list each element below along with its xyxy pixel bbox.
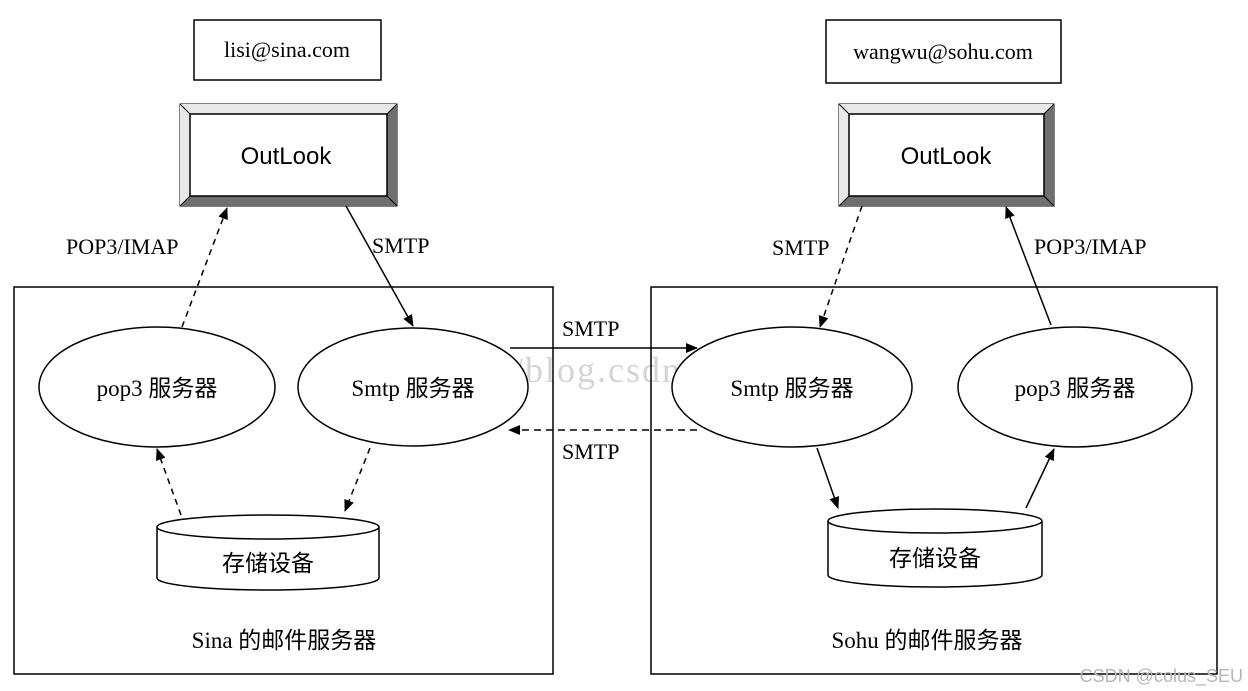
csdn-credit-text: CSDN @colus_SEU	[1080, 666, 1243, 687]
sina-server-caption: Sina 的邮件服务器	[192, 628, 377, 653]
sohu-pop3-server	[957, 326, 1193, 448]
sohu-storage-to-pop3-arrow	[1025, 448, 1055, 509]
sina-pop3-imap-label: POP3/IMAP	[66, 234, 178, 259]
sina-smtp-label: Smtp 服务器	[351, 376, 474, 401]
sohu-pop3-label: pop3 服务器	[1015, 376, 1136, 401]
sina-smtp-to-storage-arrow	[344, 447, 371, 512]
sina-outlook-to-smtp-arrow	[345, 205, 414, 327]
sina-pop3-server	[38, 326, 276, 448]
sohu-storage-cylinder	[827, 508, 1043, 588]
sohu-storage-label: 存储设备	[889, 545, 981, 571]
sina-email-box	[193, 19, 382, 81]
sohu-outlook-client	[838, 103, 1055, 207]
sohu-smtp-server	[671, 326, 913, 448]
sohu-server-caption: Sohu 的邮件服务器	[831, 628, 1022, 653]
sina-pop3-label: pop3 服务器	[97, 376, 218, 401]
sohu-smtp-label: Smtp 服务器	[730, 376, 853, 401]
sohu-outlook-to-smtp-arrow	[818, 205, 863, 328]
sohu-smtp-client-label: SMTP	[772, 235, 829, 260]
sina-email-label: lisi@sina.com	[224, 37, 350, 62]
smtp-back-label: SMTP	[562, 439, 619, 464]
sina-storage-to-pop3-arrow	[156, 448, 182, 516]
sina-outlook-label: OutLook	[241, 143, 333, 170]
sohu-pop3-to-outlook-arrow	[1005, 206, 1052, 326]
sohu-email-box	[825, 19, 1062, 84]
sina-pop3-to-outlook-arrow	[181, 207, 228, 328]
sina-outlook-client	[179, 103, 398, 207]
sohu-outlook-label: OutLook	[901, 143, 993, 170]
smtp-forward-label: SMTP	[562, 316, 619, 341]
sohu-mail-server-box	[650, 286, 1218, 675]
sohu-email-label: wangwu@sohu.com	[853, 39, 1033, 64]
sina-smtp-server	[297, 327, 529, 447]
sina-mail-server-box	[13, 286, 554, 675]
sohu-smtp-to-storage-arrow	[816, 447, 840, 509]
sina-storage-label: 存储设备	[222, 550, 314, 576]
sina-smtp-client-label: SMTP	[372, 233, 429, 258]
sina-storage-cylinder	[156, 514, 380, 591]
sohu-pop3-imap-label: POP3/IMAP	[1034, 234, 1146, 259]
